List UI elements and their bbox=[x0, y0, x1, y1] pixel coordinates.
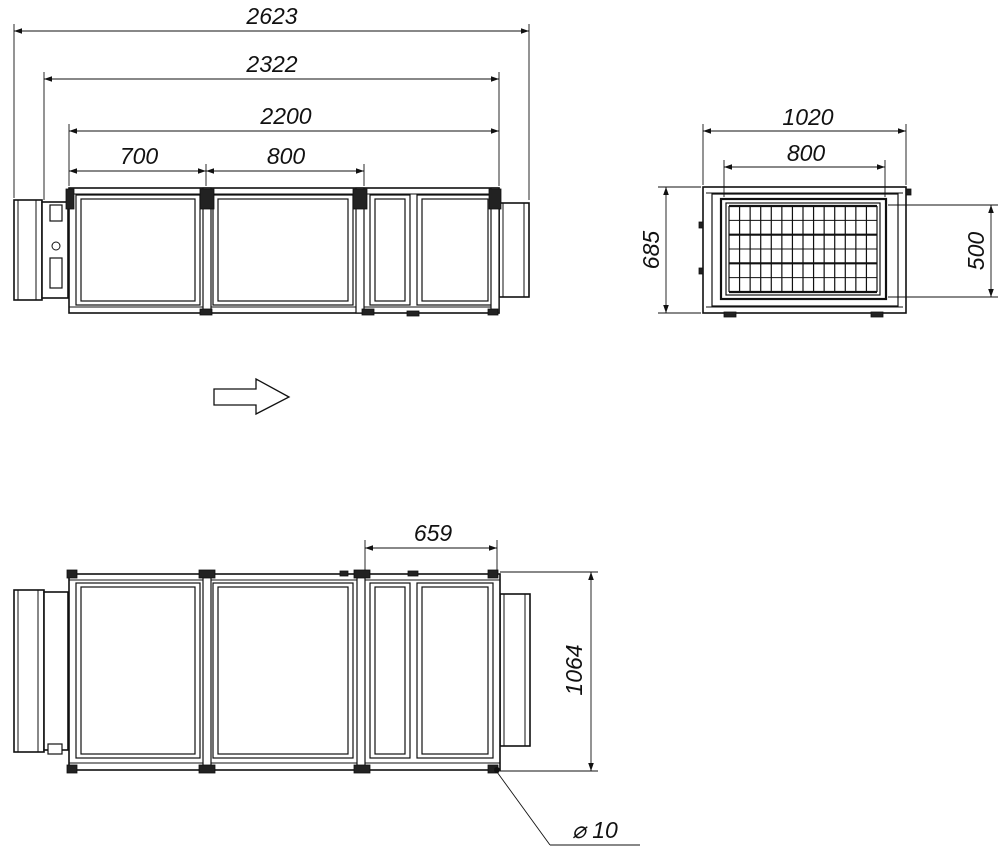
top-left-spigot bbox=[13, 589, 69, 755]
side-housing bbox=[65, 187, 502, 317]
dim-flange-length: 2322 bbox=[245, 51, 297, 77]
right-spigot bbox=[498, 202, 530, 298]
filter-grille bbox=[728, 204, 878, 294]
dim-hole-diameter: ⌀ 10 bbox=[572, 817, 618, 843]
dim-front-width: 1020 bbox=[782, 104, 833, 130]
left-spigot bbox=[13, 199, 69, 301]
side-view: 2623 2322 2200 700 800 bbox=[13, 3, 530, 317]
side-dimension-lines bbox=[14, 28, 529, 174]
dim-body-length: 2200 bbox=[259, 103, 311, 129]
dim-front-opening-width: 800 bbox=[787, 140, 826, 166]
side-extension-lines bbox=[13, 24, 530, 200]
dim-top-section-length: 659 bbox=[414, 520, 453, 546]
dim-overall-length: 2623 bbox=[245, 3, 297, 29]
dim-section-a: 700 bbox=[120, 143, 159, 169]
dim-front-opening-height: 500 bbox=[963, 232, 989, 271]
dim-section-b: 800 bbox=[267, 143, 306, 169]
front-view: 1020 800 685 500 bbox=[638, 104, 998, 318]
top-housing bbox=[66, 569, 501, 774]
top-view: 659 1064 ⌀ 10 bbox=[13, 520, 640, 846]
airflow-arrow-icon bbox=[213, 377, 291, 416]
dim-front-height: 685 bbox=[638, 231, 664, 270]
top-right-spigot bbox=[499, 593, 531, 747]
dim-top-depth: 1064 bbox=[561, 644, 587, 695]
